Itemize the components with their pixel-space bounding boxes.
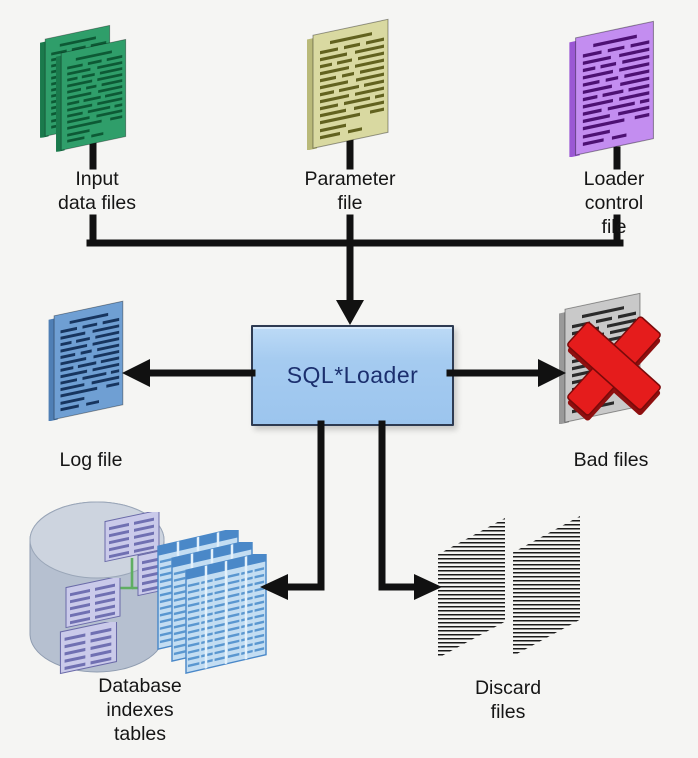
loader-control-file-label: Loader control file <box>583 168 645 238</box>
arrow-left-icon <box>122 359 150 387</box>
sql-loader-title: SQL*Loader <box>286 362 419 388</box>
discard-files-line <box>378 420 420 591</box>
discard-files-label: Discard files <box>474 677 542 723</box>
arrow-right-icon <box>414 574 442 600</box>
red-x-icon <box>567 316 661 421</box>
log-file-label: Log file <box>59 449 123 471</box>
input-data-files-label: Input data files <box>57 168 137 214</box>
arrow-down-icon <box>336 300 364 325</box>
database-line <box>282 420 325 591</box>
parameter-file-label: Parameter file <box>304 168 396 214</box>
bad-files-icon <box>557 292 661 424</box>
fan-in-line <box>86 135 624 305</box>
database-cluster-icon <box>29 501 268 676</box>
database-label: Database indexes tables <box>98 675 182 745</box>
bad-files-label: Bad files <box>573 449 649 471</box>
arrow-left-icon <box>260 574 288 600</box>
arrow-right-icon <box>538 359 566 387</box>
